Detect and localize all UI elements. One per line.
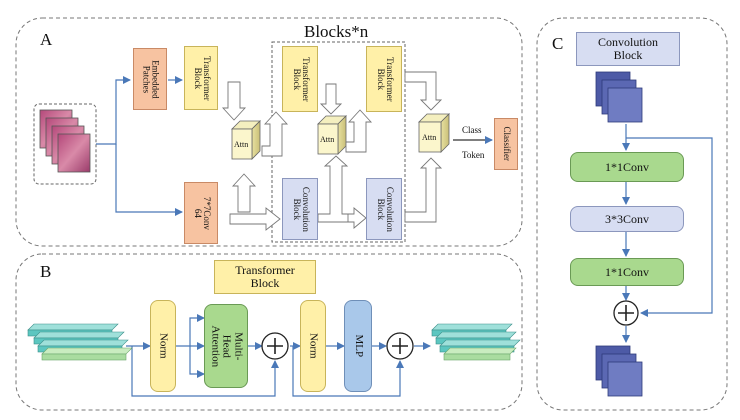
hollow-arrow-t1-down	[221, 81, 247, 121]
norm-box-1: Norm	[150, 300, 176, 392]
mlp-box: MLP	[344, 300, 372, 392]
attn-label-1: Attn	[234, 140, 249, 149]
panel-a-letter: A	[40, 30, 53, 49]
input-image-frame	[33, 103, 97, 185]
convolution-block-2: Convolution Block	[366, 178, 402, 240]
hollow-arrow-attn1-to-t2	[261, 111, 289, 157]
convolution-block-1: Convolution Block	[282, 178, 318, 240]
plus-icon-c	[618, 305, 634, 321]
transformer-block-3: Transformer Block	[366, 46, 402, 112]
hollow-arrow-cb1-to-attn2	[317, 155, 349, 223]
arrow-norm-to-mha-top	[176, 314, 205, 347]
arrow-c-skip	[626, 137, 713, 317]
classifier-box: Classifier	[494, 118, 518, 170]
arrow-residual-2	[292, 346, 404, 397]
embedded-patches-box: Embedded Patches	[133, 48, 167, 110]
hollow-arrow-conv-to-cb1	[229, 207, 281, 231]
attn-cube-2	[317, 115, 347, 155]
attn-cube-1	[231, 120, 261, 160]
plus-icon-2	[392, 338, 408, 354]
panel-a-frame	[15, 17, 523, 247]
transformer-block-2: Transformer Block	[282, 46, 318, 112]
transformer-block-1: Transformer Block	[184, 46, 218, 110]
arrow-input-split	[96, 76, 131, 145]
feature-map-output-icon	[595, 345, 643, 397]
histology-patches-icon	[39, 109, 91, 173]
norm-box-2: Norm	[300, 300, 326, 392]
arrow-residual-1	[131, 346, 279, 397]
arrow-norm-to-mha-bottom	[189, 346, 205, 378]
token-label: Token	[462, 150, 485, 160]
token-stack-output	[431, 323, 521, 361]
class-label: Class	[462, 125, 482, 135]
panel-a-title: Blocks*n	[304, 22, 369, 41]
panel-c-letter: C	[552, 34, 564, 53]
hollow-arrow-cb2-to-attn3	[404, 157, 443, 223]
panel-b-letter: B	[40, 262, 52, 281]
hollow-arrow-attn2-to-t3	[345, 109, 373, 153]
conv-1x1-box: 1*1Conv	[570, 152, 684, 182]
feature-map-input-icon	[595, 71, 643, 123]
panel-c-title: Convolution Block	[576, 32, 680, 66]
arrow-input-to-conv	[115, 144, 183, 216]
panel-b-title: Transformer Block	[214, 260, 316, 294]
token-stack-input	[27, 323, 133, 361]
hollow-arrow-t2-down	[319, 83, 343, 115]
panel-b-frame	[15, 253, 523, 411]
conv-7x7-box: 7*7Conv 64	[184, 182, 218, 244]
conv-3x3-box: 3*3Conv	[570, 206, 684, 232]
hollow-arrow-conv-up	[231, 173, 257, 213]
multi-head-attention-box: Multi-Head Attention	[204, 304, 248, 388]
conv-1x1b-box: 1*1Conv	[570, 258, 684, 286]
attn-label-3: Attn	[422, 133, 437, 142]
hollow-arrow-t3-to-attn3	[404, 71, 443, 111]
plus-icon-1	[267, 338, 283, 354]
attn-cube-3	[418, 113, 450, 153]
attn-label-2: Attn	[320, 135, 335, 144]
